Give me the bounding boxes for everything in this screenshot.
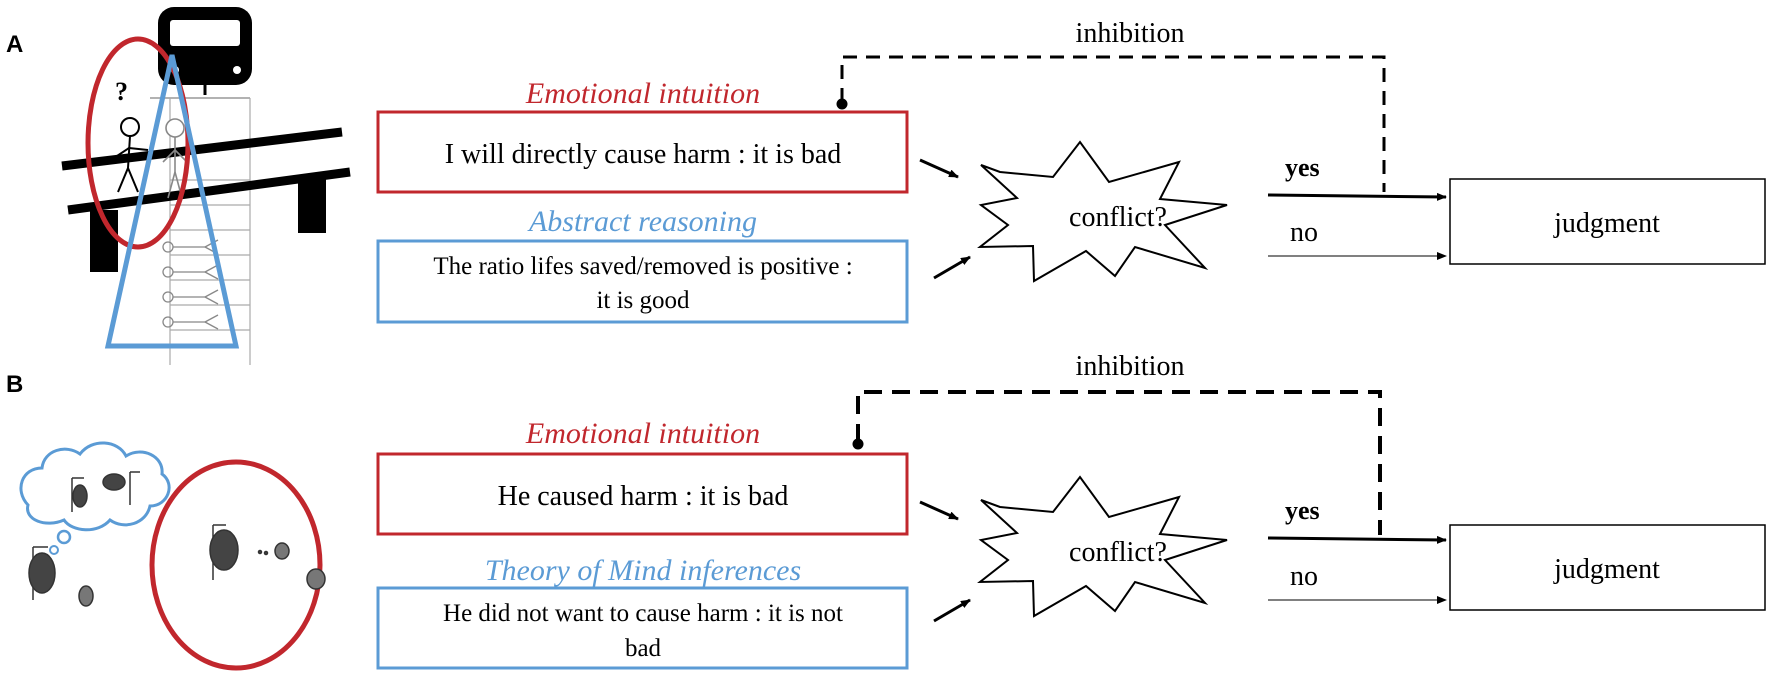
theory-of-mind-line-2: bad [625,635,662,662]
abstract-reasoning-box [376,239,909,324]
inhibition-label: inhibition [1076,351,1185,382]
conflict-starburst [977,475,1228,618]
yes-arrow [1267,192,1447,201]
thought-bubble [19,441,171,532]
abstract-reasoning-label: Abstract reasoning [527,205,757,238]
conflict-label: conflict? [1069,202,1167,233]
no-label: no [1290,217,1318,248]
emotional-intuition-box [376,110,909,194]
no-label: no [1290,561,1318,592]
theory-of-mind-label: Theory of Mind inferences [485,554,801,587]
emotional-intuition-text: He caused harm : it is bad [498,481,789,512]
panel-b: B [6,351,1766,671]
yes-label: yes [1285,153,1320,182]
theory-of-mind-line-1: He did not want to cause harm : it is no… [443,600,843,627]
yes-arrow [1267,535,1447,544]
inhibition-path [856,390,1382,535]
judgment-box [1449,178,1766,265]
emotional-intuition-label: Emotional intuition [525,77,760,110]
panel-b-letter: B [6,371,23,398]
theory-of-mind-box [376,586,909,670]
panel-a-letter: A [6,31,23,58]
tom-to-conflict-arrow [933,598,971,623]
reasoning-highlight-triangle [104,54,240,349]
inhibition-label: inhibition [1076,18,1185,49]
emotion-highlight-oval [85,36,191,250]
inhibition-path [840,55,1386,192]
stick-figure-agent [113,117,149,193]
abstract-reasoning-line-1: The ratio lifes saved/removed is positiv… [433,253,852,280]
judgment-label: judgment [1553,208,1660,239]
conflict-starburst [977,140,1228,283]
trolley-illustration: ? [61,7,351,365]
intent-illustration [19,441,326,671]
yes-label: yes [1285,496,1320,525]
people-on-track [162,239,219,330]
abstract-reasoning-line-2: it is good [596,287,690,314]
judgment-box [1449,524,1766,611]
harm-scene-circle [149,459,323,671]
emotion-to-conflict-arrow [919,500,959,521]
question-mark: ? [115,77,128,106]
reasoning-to-conflict-arrow [933,255,971,280]
panel-a: A [6,7,1766,365]
stick-figure-large-man [162,118,188,199]
emotional-intuition-box [376,452,909,536]
emotional-intuition-label: Emotional intuition [525,417,760,450]
emotional-intuition-text: I will directly cause harm : it is bad [445,139,842,170]
inhibition-end-dot [836,98,848,110]
judgment-label: judgment [1553,554,1660,585]
emotion-to-conflict-arrow [919,158,959,179]
conflict-label: conflict? [1069,537,1167,568]
inhibition-end-dot [852,438,864,450]
